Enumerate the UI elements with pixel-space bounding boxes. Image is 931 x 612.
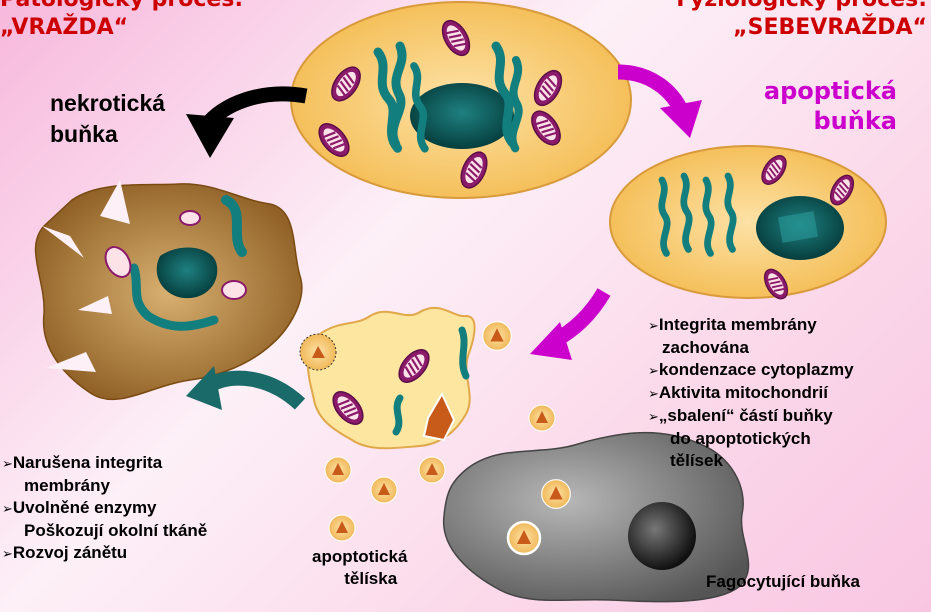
list-item: ➢Rozvoj zánětu: [2, 542, 207, 565]
bullet-arrow-icon: ➢: [2, 546, 13, 561]
list-item-text: tělísek: [670, 451, 723, 470]
list-item: Poškozují okolní tkáně: [2, 520, 207, 542]
phagocyte-label: Fagocytující buňka: [706, 572, 860, 592]
apoptotic-label-line2: buňka: [813, 107, 897, 135]
pathological-title: Patologický proces:: [0, 0, 243, 12]
necrotic-cell-label: nekrotická buňka: [50, 88, 165, 150]
list-item-text: zachována: [662, 338, 749, 357]
fragmenting-cell: [308, 308, 475, 448]
physiological-process-title: Fyziologický proces: „SEBEVRAŽDA“: [676, 0, 927, 42]
list-item-text: „sbalení“ částí buňky: [659, 406, 833, 425]
apoptosis-feature-list: ➢Integrita membrány zachována ➢kondenzac…: [648, 314, 854, 472]
bullet-arrow-icon: ➢: [2, 501, 13, 516]
bullet-arrow-icon: ➢: [2, 456, 13, 471]
pathological-process-title: Patologický proces: „VRAŽDA“: [0, 0, 243, 42]
list-item-text: Uvolněné enzymy: [13, 498, 157, 517]
list-item: zachována: [648, 337, 854, 359]
list-item-text: Rozvoj zánětu: [13, 543, 127, 562]
list-item: ➢Narušena integrita: [2, 452, 207, 475]
physiological-title: Fyziologický proces:: [676, 0, 927, 12]
apoptotic-label-line1: apoptická: [764, 77, 897, 105]
list-item-text: Aktivita mitochondrií: [659, 383, 828, 402]
list-item: ➢Aktivita mitochondrií: [648, 382, 854, 405]
list-item-text: Integrita membrány: [659, 315, 817, 334]
bodies-label-line2: tělíska: [322, 569, 397, 588]
necrotic-cell: [36, 180, 302, 399]
list-item: membrány: [2, 475, 207, 497]
necrotic-label-line1: nekrotická: [50, 90, 165, 116]
arrow-to-fragmentation: [530, 292, 604, 360]
list-item: do apoptotických: [648, 428, 854, 450]
list-item-text: Narušena integrita: [13, 453, 162, 472]
healthy-cell: [291, 2, 631, 198]
list-item-text: kondenzace cytoplazmy: [659, 360, 854, 379]
list-item: tělísek: [648, 450, 854, 472]
list-item-text: Poškozují okolní tkáně: [24, 521, 207, 540]
bullet-arrow-icon: ➢: [648, 409, 659, 424]
list-item: ➢Uvolněné enzymy: [2, 497, 207, 520]
apoptotic-bodies-label: apoptotická tělíska: [312, 546, 407, 590]
necrotic-label-line2: buňka: [50, 121, 118, 147]
bullet-arrow-icon: ➢: [648, 386, 659, 401]
apoptotic-cell-label: apoptická buňka: [764, 76, 897, 136]
bullet-arrow-icon: ➢: [648, 363, 659, 378]
list-item: ➢Integrita membrány: [648, 314, 854, 337]
list-item-text: do apoptotických: [670, 429, 811, 448]
bullet-arrow-icon: ➢: [648, 318, 659, 333]
necrosis-feature-list: ➢Narušena integrita membrány ➢Uvolněné e…: [2, 452, 207, 565]
bodies-label-line1: apoptotická: [312, 547, 407, 566]
list-item-text: membrány: [24, 476, 110, 495]
suicide-label: „SEBEVRAŽDA“: [733, 15, 927, 40]
arrow-to-necrosis: [186, 94, 306, 158]
list-item: ➢„sbalení“ částí buňky: [648, 405, 854, 428]
murder-label: „VRAŽDA“: [0, 15, 128, 40]
apoptotic-cell: [610, 146, 886, 303]
list-item: ➢kondenzace cytoplazmy: [648, 359, 854, 382]
